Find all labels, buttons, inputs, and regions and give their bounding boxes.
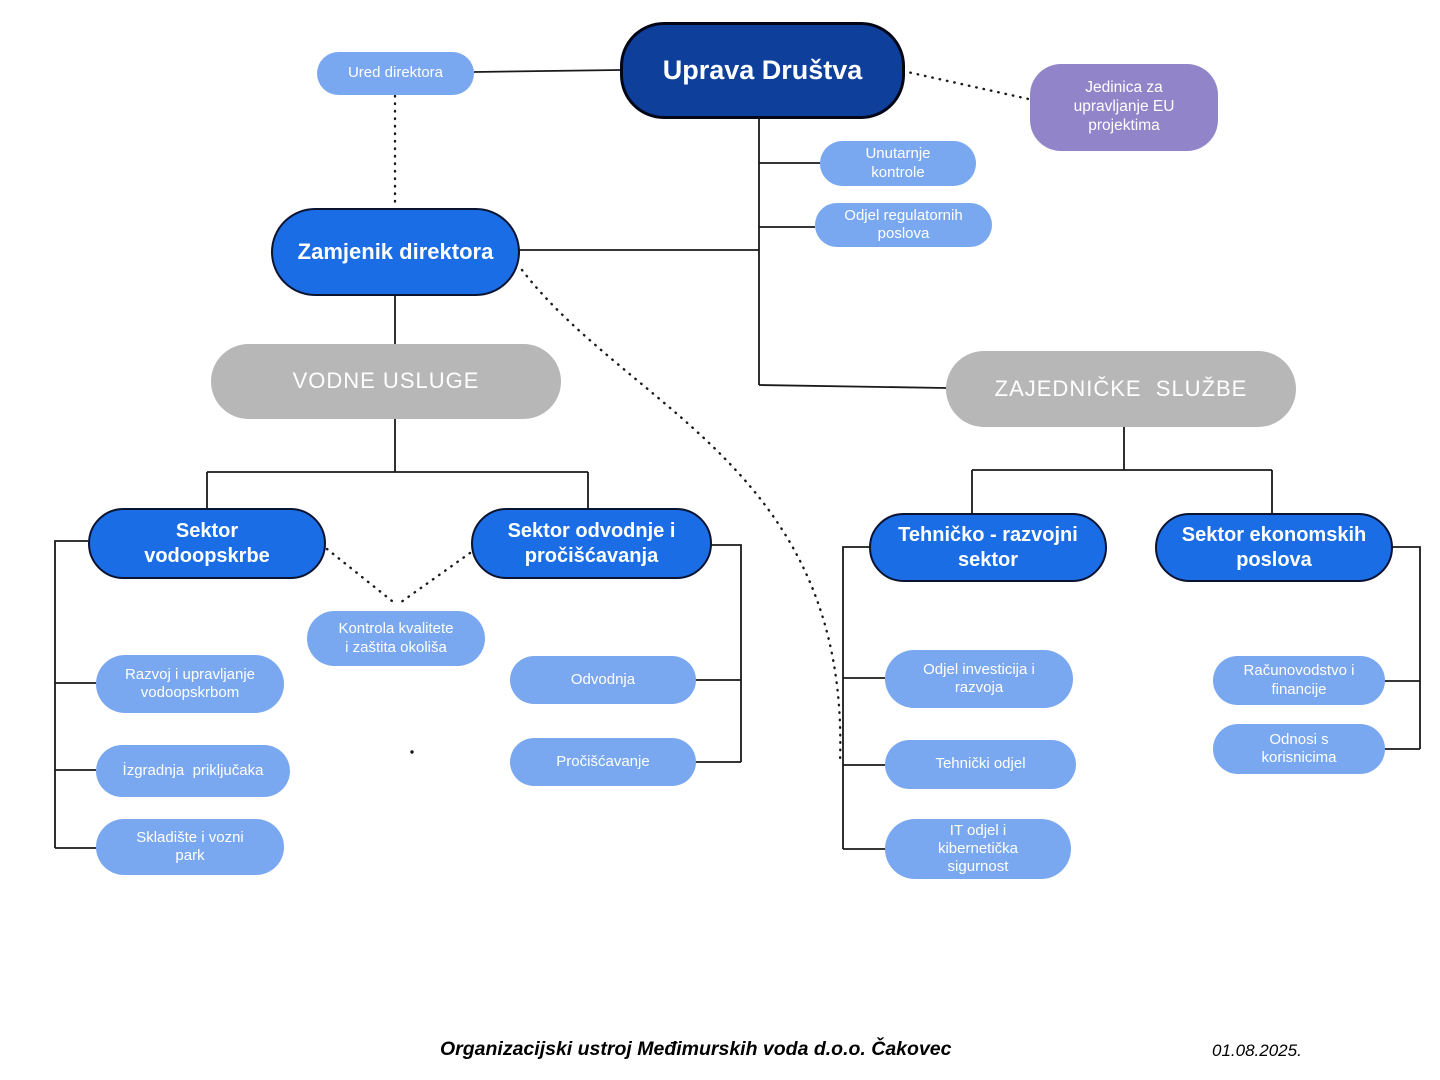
org-node-ured-direktora: Ured direktora: [317, 52, 474, 95]
org-node-tehnicki-odjel: Tehnički odjel: [885, 740, 1076, 789]
solid-connectors: [54, 69, 1421, 850]
org-node-odvodnja: Odvodnja: [510, 656, 696, 704]
org-node-kontrola-kvalitete: Kontrola kvalitete i zaštita okoliša: [307, 611, 485, 666]
org-node-uprava-drustva: Uprava Društva: [620, 22, 905, 119]
org-node-jedinica-eu: Jedinica za upravljanje EU projektima: [1030, 64, 1218, 151]
org-node-it-odjel: IT odjel i kibernetička sigurnost: [885, 819, 1071, 879]
org-node-odjel-investicija: Odjel investicija i razvoja: [885, 650, 1073, 708]
org-node-zamjenik-direktora: Zamjenik direktora: [271, 208, 520, 296]
org-node-zajednicke-sluzbe: ZAJEDNIČKE SLUŽBE: [946, 351, 1296, 427]
chart-caption: Organizacijski ustroj Međimurskih voda d…: [440, 1038, 952, 1060]
org-node-vodne-usluge: VODNE USLUGE: [211, 344, 561, 419]
org-node-odjel-regulatornih: Odjel regulatornih poslova: [815, 203, 992, 247]
chart-date: 01.08.2025.: [1212, 1041, 1302, 1060]
org-node-skladiste-vozni-park: Skladište i vozni park: [96, 819, 284, 875]
org-node-sektor-odvodnje: Sektor odvodnje i pročišćavanja: [471, 508, 712, 579]
org-node-racunovodstvo: Računovodstvo i financije: [1213, 656, 1385, 705]
org-node-razvoj-upravljanje: Razvoj i upravljanje vodoopskrbom: [96, 655, 284, 713]
org-node-prociscavanje: Pročišćavanje: [510, 738, 696, 786]
org-node-izgradnja-prikljucaka: İzgradnja priključaka: [96, 745, 290, 797]
org-node-odnosi-korisnici: Odnosi s korisnicima: [1213, 724, 1385, 774]
dotted-connectors: [325, 69, 1035, 764]
org-node-sektor-ekonomskih: Sektor ekonomskih poslova: [1155, 513, 1393, 582]
org-node-tehnicko-razvojni: Tehničko - razvojni sektor: [869, 513, 1107, 582]
org-node-unutarnje-kontrole: Unutarnje kontrole: [820, 141, 976, 186]
stray-dot: [410, 750, 414, 754]
org-node-sektor-vodoopskrbe: Sektor vodoopskrbe: [88, 508, 326, 579]
